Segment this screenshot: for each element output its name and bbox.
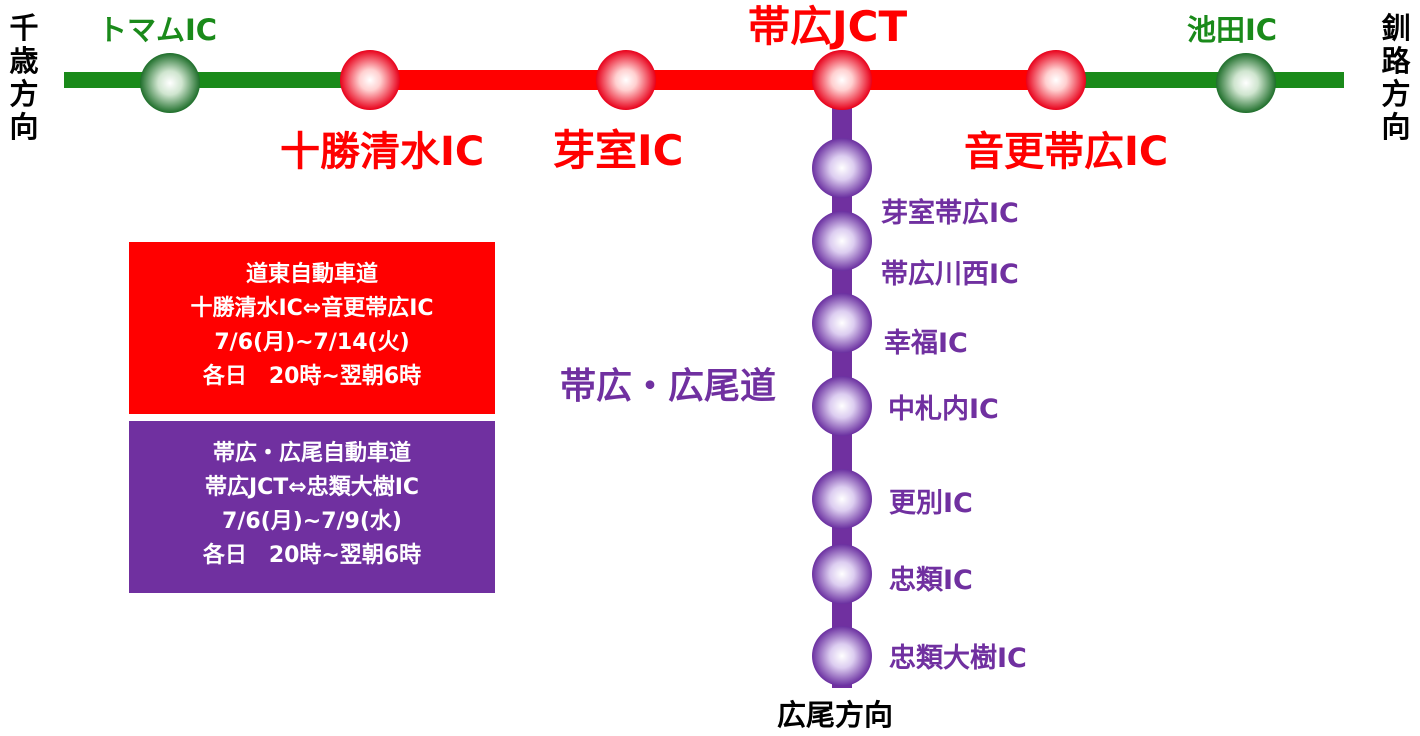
ic-node-nakasatsunai	[812, 376, 872, 436]
ic-label-obihiro-kawanishi: 帯広川西IC	[881, 259, 1019, 290]
ic-node-memuro-obihiro	[812, 138, 872, 198]
direction-east-char: 方	[1381, 77, 1411, 111]
ic-node-kofuku	[812, 293, 872, 353]
ic-node-ikeda	[1216, 53, 1276, 113]
closure-notice-doto: 道東自動車道 十勝清水IC⇔音更帯広IC 7/6(月)~7/14(火) 各日 2…	[129, 242, 495, 414]
notice-line: 各日 20時~翌朝6時	[202, 364, 422, 389]
ic-label-memuro-obihiro: 芽室帯広IC	[881, 198, 1019, 229]
direction-east-char: 釧	[1381, 11, 1411, 45]
route-segment-red	[374, 70, 1058, 90]
ic-node-obihiro-kawanishi	[812, 211, 872, 271]
ic-label-ikeda: 池田IC	[1187, 13, 1278, 47]
notice-line: 道東自動車道	[245, 262, 378, 287]
ic-label-obihiro-jct: 帯広JCT	[748, 2, 908, 51]
direction-west-char: 向	[9, 110, 39, 144]
ic-node-tokachi-shimizu	[340, 50, 400, 110]
notice-line: 十勝清水IC⇔音更帯広IC	[190, 296, 434, 321]
ic-label-churui-taiki: 忠類大樹IC	[889, 643, 1027, 674]
direction-south-label: 広尾方向	[777, 698, 894, 732]
ic-label-tokachi-shimizu: 十勝清水IC	[280, 129, 485, 175]
direction-east-char: 向	[1381, 110, 1411, 144]
direction-west-label: 千 歳 方 向	[4, 12, 44, 144]
direction-west-char: 方	[9, 77, 39, 111]
route-segment-green-east	[1058, 72, 1344, 88]
ic-label-otofuke-obihiro: 音更帯広IC	[964, 129, 1169, 175]
ic-node-otofuke-obihiro	[1026, 50, 1086, 110]
notice-line: 各日 20時~翌朝6時	[202, 543, 422, 568]
ic-node-memuro	[596, 50, 656, 110]
notice-line: 帯広JCT⇔忠類大樹IC	[204, 475, 420, 500]
ic-node-sarabetsu	[812, 469, 872, 529]
ic-node-churui	[812, 544, 872, 604]
ic-label-tomamu: トマムIC	[98, 13, 218, 47]
direction-east-label: 釧 路 方 向	[1376, 12, 1416, 144]
notice-line: 7/6(月)~7/14(火)	[214, 330, 410, 355]
route-segment-green-west	[64, 72, 374, 88]
direction-west-char: 千	[9, 11, 39, 45]
closure-notice-obihiro-hiroo: 帯広・広尾自動車道 帯広JCT⇔忠類大樹IC 7/6(月)~7/9(水) 各日 …	[129, 421, 495, 593]
ic-label-sarabetsu: 更別IC	[889, 488, 973, 519]
ic-label-churui: 忠類IC	[889, 565, 973, 596]
direction-west-char: 歳	[9, 44, 39, 78]
ic-label-memuro: 芽室IC	[553, 126, 684, 175]
notice-line: 7/6(月)~7/9(水)	[222, 509, 402, 534]
notice-line: 帯広・広尾自動車道	[212, 441, 411, 466]
ic-node-churui-taiki	[812, 626, 872, 686]
direction-east-char: 路	[1381, 44, 1411, 78]
ic-node-tomamu	[140, 53, 200, 113]
branch-route-name: 帯広・広尾道	[560, 366, 777, 407]
ic-label-nakasatsunai: 中札内IC	[888, 394, 999, 425]
ic-node-obihiro-jct	[812, 50, 872, 110]
ic-label-kofuku: 幸福IC	[884, 328, 968, 359]
